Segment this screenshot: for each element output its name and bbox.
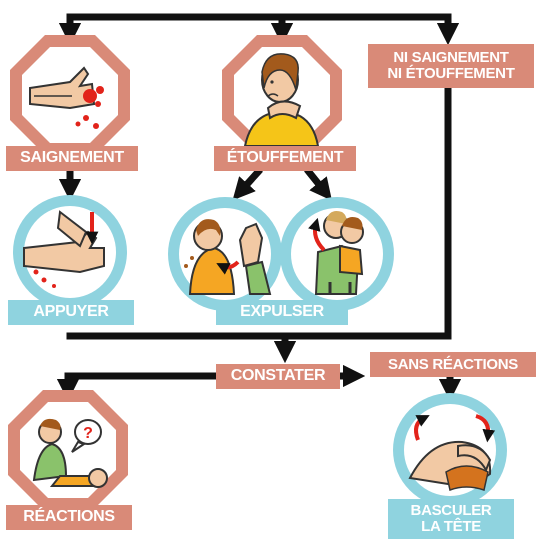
neither-label: NI SAIGNEMENT NI ÉTOUFFEMENT xyxy=(368,44,534,88)
choking-stop-sign xyxy=(222,35,342,155)
check-label: CONSTATER xyxy=(216,364,340,389)
bleeding-stop-sign xyxy=(10,35,130,155)
press-wound-icon xyxy=(23,210,105,288)
tilt-label: BASCULER LA TÊTE xyxy=(388,499,514,539)
neither-label-line1: NI SAIGNEMENT xyxy=(393,49,509,67)
line-check-left xyxy=(56,372,218,402)
svg-text:?: ? xyxy=(83,425,93,442)
bleeding-label: SAIGNEMENT xyxy=(6,146,138,171)
arrow-choking-to-heimlich xyxy=(304,167,332,201)
heimlich-icon xyxy=(308,211,364,295)
choking-person-icon xyxy=(243,53,320,147)
neither-label-line2: NI ÉTOUFFEMENT xyxy=(387,65,515,82)
talking-to-victim-icon: ? xyxy=(32,418,108,488)
press-action-circle xyxy=(13,195,127,309)
unresponsive-label: SANS RÉACTIONS xyxy=(370,352,536,377)
bleeding-hand-icon xyxy=(29,66,104,129)
responsive-label: RÉACTIONS xyxy=(6,505,132,530)
expel-action-circle-right xyxy=(280,197,394,311)
head-tilt-icon xyxy=(408,414,496,492)
tilt-action-circle xyxy=(393,393,507,507)
responsive-stop-sign: ? xyxy=(8,390,128,510)
tilt-label-line2: LA TÊTE xyxy=(421,518,481,535)
press-label: APPUYER xyxy=(8,300,134,325)
arrow-choking-to-backblows xyxy=(232,167,263,201)
back-blows-icon xyxy=(184,219,272,295)
tilt-label-line1: BASCULER xyxy=(410,502,492,520)
expel-action-circle-left xyxy=(168,197,282,311)
expel-label: EXPULSER xyxy=(216,300,348,325)
choking-label: ÉTOUFFEMENT xyxy=(214,146,356,171)
